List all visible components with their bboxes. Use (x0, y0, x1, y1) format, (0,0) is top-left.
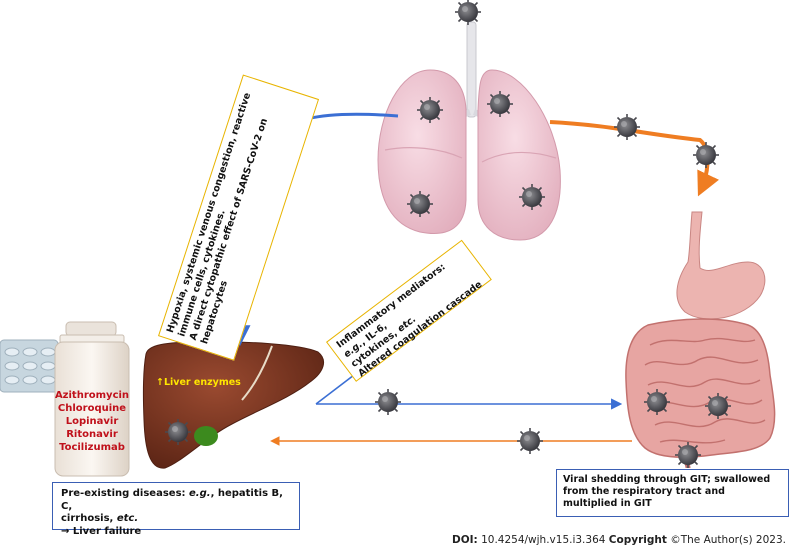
drug-list: Azithromycin Chloroquine Lopinavir Riton… (52, 389, 132, 454)
preexisting-line3: → Liver failure (61, 525, 142, 537)
virus-icon (416, 96, 444, 124)
copyright-label: Copyright (608, 534, 667, 546)
virus-icon (704, 392, 732, 420)
virus-icon (613, 113, 641, 141)
drug-name: Tocilizumab (59, 442, 125, 453)
preexisting-diseases-box: Pre-existing diseases: e.g., hepatitis B… (52, 482, 300, 537)
preexisting-line1-suffix: , hepatitis B, C, (61, 488, 283, 512)
preexisting-line1: Pre-existing diseases: e.g., hepatitis B… (61, 488, 291, 513)
drug-name: Lopinavir (65, 416, 119, 427)
preexisting-line2-prefix: cirrhosis, (61, 513, 117, 524)
viral-shedding-text: Viral shedding through GIT; swallowed fr… (563, 474, 771, 509)
virus-icon (692, 141, 720, 169)
liver-enzymes-label: ↑Liver enzymes (156, 377, 241, 388)
pill-bottle-illustration (0, 321, 130, 477)
doi-value: 10.4254/wjh.v15.i3.364 (481, 534, 606, 546)
doi-label: DOI: (452, 534, 478, 546)
liver-illustration (142, 341, 325, 469)
virus-icon (406, 190, 434, 218)
virus-icon (374, 388, 402, 416)
copyright-value: ©The Author(s) 2023. (670, 534, 786, 546)
virus-icon (643, 388, 671, 416)
stomach-illustration (676, 211, 766, 320)
virus-icon (454, 0, 482, 26)
doi-citation: DOI: 10.4254/wjh.v15.i3.364 Copyright ©T… (452, 534, 786, 546)
virus-icon (674, 441, 702, 469)
viral-shedding-box: Viral shedding through GIT; swallowed fr… (556, 469, 789, 517)
virus-icon (164, 418, 192, 446)
drug-name: Chloroquine (57, 403, 127, 414)
lungs-illustration (377, 21, 561, 241)
virus-icon (486, 90, 514, 118)
preexisting-line2-italic: etc. (116, 513, 139, 524)
virus-icon (516, 427, 544, 455)
intestine-illustration (625, 318, 776, 469)
virus-icon (518, 183, 546, 211)
preexisting-line1-prefix: Pre-existing diseases: (61, 488, 190, 499)
drug-name: Azithromycin (54, 390, 130, 401)
preexisting-line1-italic: e.g. (189, 488, 211, 499)
preexisting-line2: cirrhosis, etc. (61, 513, 291, 526)
drug-name: Ritonavir (66, 429, 118, 440)
